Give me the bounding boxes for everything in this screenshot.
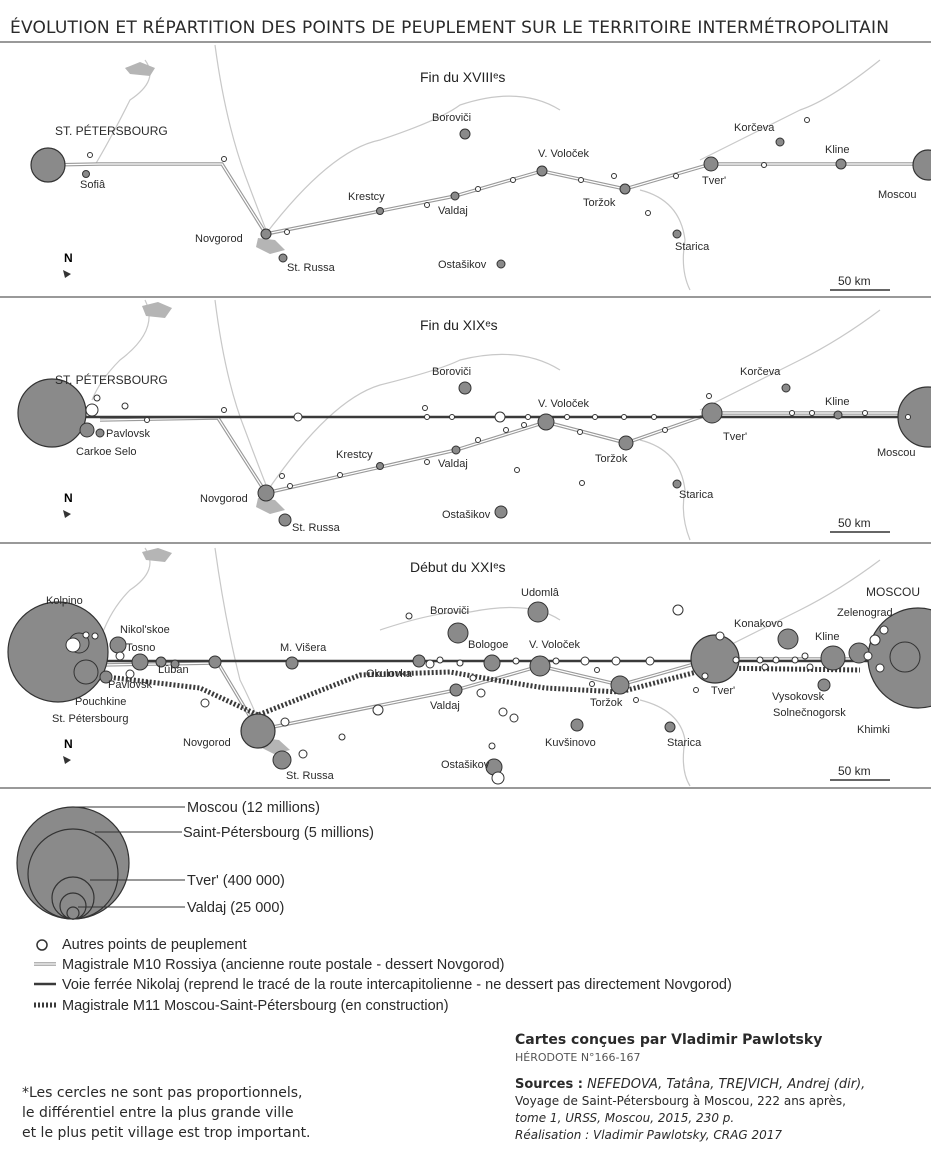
city-label: Novgorod — [200, 493, 248, 505]
svg-text:N: N — [64, 491, 73, 505]
city-label: M. Višera — [280, 642, 327, 654]
city-label: Boroviči — [430, 605, 469, 617]
city-label: V. Voloček — [529, 639, 580, 651]
city-label: Carkoe Selo — [76, 446, 137, 458]
scale-label: 50 km — [838, 274, 871, 288]
legend-item: Magistrale M10 Rossiya (ancienne route p… — [62, 957, 504, 973]
north-arrow-icon: N — [63, 737, 73, 764]
city-label: Ostašikov — [438, 259, 487, 271]
map-title: ÉVOLUTION ET RÉPARTITION DES POINTS DE P… — [10, 18, 890, 38]
credits: Cartes conçues par Vladimir Pawlotsky HÉ… — [515, 1032, 925, 1144]
legend-item: Magistrale M11 Moscou-Saint-Pétersbourg … — [62, 998, 449, 1014]
panel-21st-century: Début du XXIᵉs Kolpino Nikol'skoe Tosno … — [7, 547, 931, 787]
city-label: Krestcy — [348, 191, 385, 203]
city-label: Toržok — [583, 197, 616, 209]
legend: Moscou (12 millions) Saint-Pétersbourg (… — [16, 800, 732, 1014]
city-label: Korčeva — [734, 122, 775, 134]
legend-size-label: Moscou (12 millions) — [187, 800, 320, 816]
city-label: St. Russa — [287, 262, 336, 274]
credit-journal: HÉRODOTE N°166-167 — [515, 1051, 641, 1064]
scale-label: 50 km — [838, 764, 871, 778]
legend-size-label: Saint-Pétersbourg (5 millions) — [183, 825, 374, 841]
city-label: Sofiâ — [80, 179, 106, 191]
svg-text:N: N — [64, 737, 73, 751]
note-text: *Les cercles ne sont pas proportionnels,… — [22, 1085, 311, 1141]
legend-item: Autres points de peuplement — [62, 937, 247, 953]
legend-size-label: Valdaj (25 000) — [187, 900, 284, 916]
city-label: Udomlâ — [521, 587, 560, 599]
city-label: Starica — [675, 241, 710, 253]
city-label: Korčeva — [740, 366, 781, 378]
north-arrow-icon: N — [63, 491, 73, 518]
city-label: Valdaj — [438, 458, 468, 470]
city-label: Solnečnogorsk — [773, 707, 846, 719]
city-label: Starica — [667, 737, 702, 749]
legend-item: Voie ferrée Nikolaj (reprend le tracé de… — [62, 977, 732, 993]
svg-text:N: N — [64, 251, 73, 265]
city-label: Novgorod — [195, 233, 243, 245]
city-label: Ostašikov — [442, 509, 491, 521]
period-label: Fin du XIXᵉs — [420, 317, 498, 333]
city-label: Toržok — [595, 453, 628, 465]
city-label: V. Voloček — [538, 398, 589, 410]
city-label: Khimki — [857, 724, 890, 736]
city-label: MOSCOU — [866, 585, 920, 599]
city-label: Ostašikov — [441, 759, 490, 771]
city-label: Moscou — [877, 447, 916, 459]
city-label: Toržok — [590, 697, 623, 709]
period-label: Début du XXIᵉs — [410, 559, 505, 575]
city-label: Lûban — [158, 664, 189, 676]
city-label: St. Pétersbourg — [52, 713, 128, 725]
city-label: St. Russa — [286, 770, 335, 782]
city-label: St. Russa — [292, 522, 341, 534]
city-label: Kuvšinovo — [545, 737, 596, 749]
period-label: Fin du XVIIIᵉs — [420, 69, 505, 85]
north-arrow-icon: N — [63, 251, 73, 278]
city-label: Novgorod — [183, 737, 231, 749]
legend-size-label: Tver' (400 000) — [187, 873, 285, 889]
city-label: Tver' — [702, 175, 726, 187]
city-label: Nikol'skoe — [120, 624, 170, 636]
city-label: Starica — [679, 489, 714, 501]
city-label: Boroviči — [432, 366, 471, 378]
city-label: Kline — [815, 631, 839, 643]
city-label: V. Voloček — [538, 148, 589, 160]
panel-19th-century: Fin du XIXᵉs ST. PÉTERSBOURG Pavlovsk Ca… — [17, 299, 931, 541]
city-label: Konakovo — [734, 618, 783, 630]
city-label: Tver' — [723, 431, 747, 443]
scale-label: 50 km — [838, 516, 871, 530]
city-label: Pavlovsk — [106, 428, 151, 440]
panel-18th-century: Fin du XVIIIᵉs ST. PÉTERSBOURG Sofiâ Nov… — [30, 44, 931, 291]
city-label: Valdaj — [438, 205, 468, 217]
city-label: Kolpino — [46, 595, 83, 607]
city-label: Bologoe — [468, 639, 508, 651]
city-label: Okulovka — [366, 668, 413, 680]
city-label: Moscou — [878, 189, 917, 201]
city-label: ST. PÉTERSBOURG — [55, 123, 168, 138]
city-label: Pavlovsk — [108, 679, 153, 691]
city-label: ST. PÉTERSBOURG — [55, 372, 168, 387]
city-label: Zelenograd — [837, 607, 893, 619]
city-label: Tosno — [126, 642, 155, 654]
city-label: Kline — [825, 396, 849, 408]
city-label: Boroviči — [432, 112, 471, 124]
city-label: Vysokovsk — [772, 691, 825, 703]
city-label: Krestcy — [336, 449, 373, 461]
city-label: Kline — [825, 144, 849, 156]
city-label: Pouchkine — [75, 696, 126, 708]
sources-label: Sources : — [515, 1077, 583, 1092]
city-label: Tver' — [711, 685, 735, 697]
city-label: Valdaj — [430, 700, 460, 712]
credit-author: Cartes conçues par Vladimir Pawlotsky — [515, 1032, 823, 1048]
